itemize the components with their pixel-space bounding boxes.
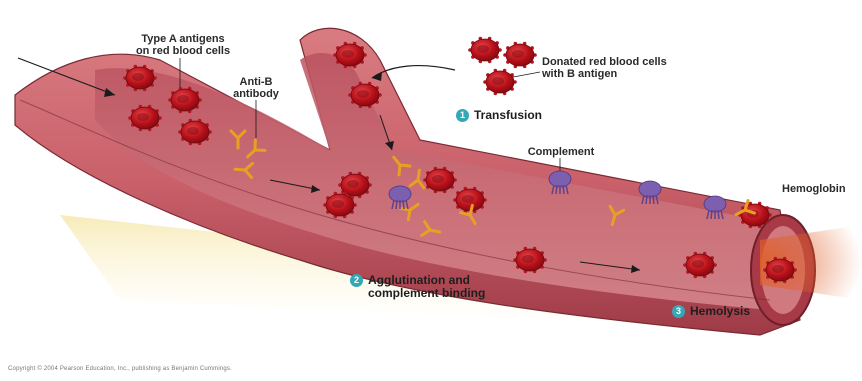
complement-protein — [549, 171, 571, 194]
hemoglobin-label: Hemoglobin — [782, 183, 862, 195]
step-number-badge: 2 — [350, 274, 363, 287]
red-blood-cell — [468, 37, 502, 63]
donated-cells-label: Donated red blood cells with B antigen — [542, 56, 692, 80]
step-transfusion: 1 Transfusion — [456, 109, 542, 122]
complement-protein — [704, 196, 726, 219]
step-number-badge: 1 — [456, 109, 469, 122]
step-hemolysis: 3 Hemolysis — [672, 305, 750, 318]
step-label: Agglutination and complement binding — [368, 274, 485, 300]
type-a-antigens-label: Type A antigens on red blood cells — [128, 33, 238, 57]
step-agglutination: 2 Agglutination and complement binding — [350, 274, 485, 300]
anti-b-antibody-label: Anti-B antibody — [226, 76, 286, 100]
complement-protein — [389, 186, 411, 209]
red-blood-cell — [483, 69, 517, 95]
step-label: Transfusion — [474, 109, 542, 122]
complement-label: Complement — [515, 146, 607, 158]
copyright-notice: Copyright © 2004 Pearson Education, Inc.… — [8, 366, 232, 372]
step-label: Hemolysis — [690, 305, 750, 318]
red-blood-cell — [503, 42, 537, 68]
step-number-badge: 3 — [672, 305, 685, 318]
complement-protein — [639, 181, 661, 204]
